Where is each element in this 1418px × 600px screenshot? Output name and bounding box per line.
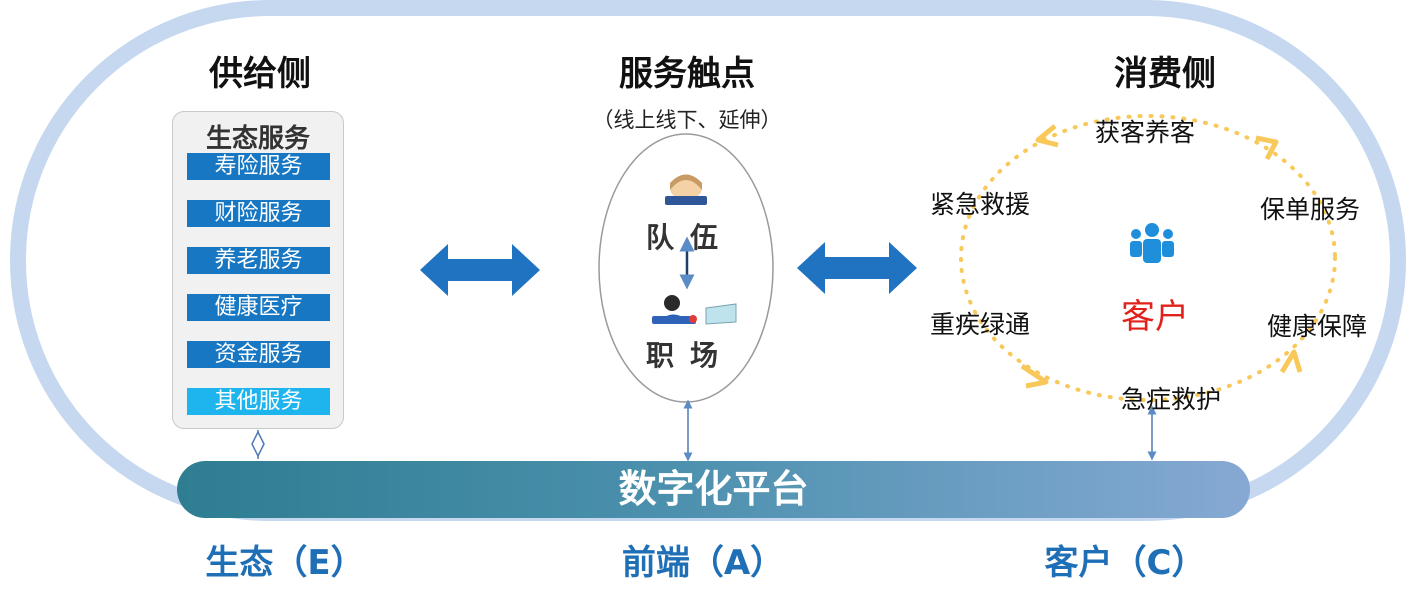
service-item-elderly: 养老服务 (187, 247, 330, 274)
bottom-label-ecosystem: 生态（E） (205, 543, 365, 583)
people-group-icon (1130, 223, 1174, 263)
bottom-label-frontend: 前端（A） (621, 543, 785, 583)
supply-title: 供给侧 (209, 54, 311, 94)
ring-item-acquire: 获客养客 (1094, 118, 1195, 147)
supply-platform-connector (251, 430, 265, 459)
ring-arrow-top-right-icon (1255, 135, 1279, 161)
ring-item-rescue: 紧急救援 (929, 190, 1030, 219)
team-person-icon (665, 174, 707, 205)
service-item-other: 其他服务 (187, 388, 330, 415)
double-arrow-left-icon (420, 244, 540, 296)
touch-subtitle: （线上线下、延伸） (592, 108, 782, 132)
ring-item-critical: 重疾绿通 (929, 310, 1030, 339)
service-item-health: 健康医疗 (187, 294, 330, 321)
double-arrow-right-icon (797, 242, 917, 294)
touch-title: 服务触点 (619, 54, 755, 94)
service-item-property: 财险服务 (187, 200, 330, 227)
bottom-label-customer: 客户（C） (1044, 543, 1206, 583)
team-label: 队伍 (645, 221, 734, 254)
eco-services-title: 生态服务 (205, 124, 310, 154)
ring-item-emergency: 急症救护 (1120, 385, 1221, 414)
ring-arrow-bottom-right-icon (1279, 349, 1303, 374)
ring-arrow-bottom-left-icon (1020, 363, 1049, 389)
consume-title: 消费侧 (1114, 54, 1216, 94)
service-item-life: 寿险服务 (187, 153, 330, 180)
ring-item-health: 健康保障 (1266, 312, 1367, 341)
ring-arrow-top-left-icon (1035, 124, 1059, 148)
customer-center-label: 客户 (1121, 297, 1189, 337)
customer-dotted-ring (959, 114, 1337, 402)
ring-item-policy: 保单服务 (1259, 195, 1360, 224)
office-worker-icon (652, 295, 737, 325)
service-item-funds: 资金服务 (187, 341, 330, 368)
digital-platform-bar: 数字化平台 (177, 461, 1250, 518)
workplace-label: 职场 (645, 339, 734, 372)
